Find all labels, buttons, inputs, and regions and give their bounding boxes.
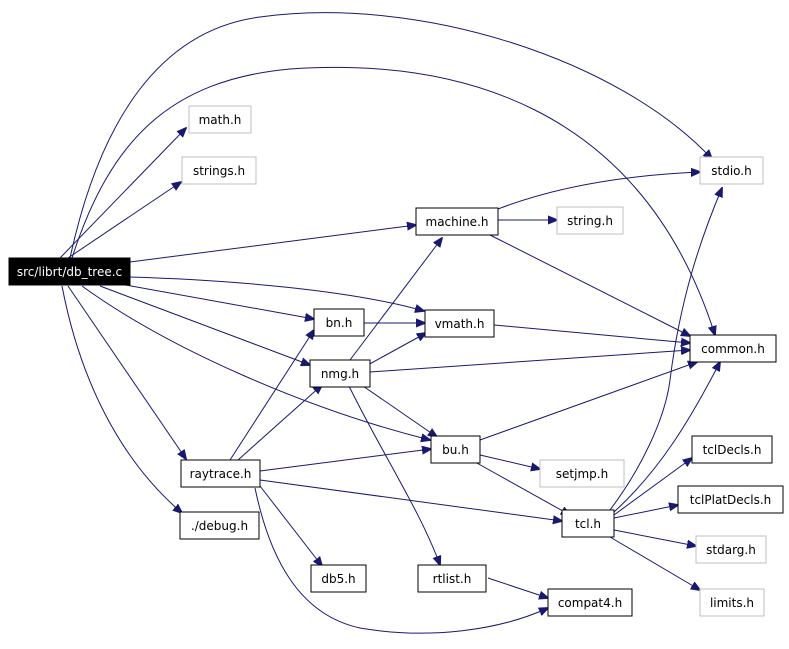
node-root[interactable]: src/librt/db_tree.c — [8, 257, 131, 286]
edge-tcl-to-limits — [609, 536, 700, 590]
node-tclDecls-h-label: tclDecls.h — [703, 443, 762, 457]
edge-root-to-stdio — [69, 12, 712, 259]
node-limits-h: limits.h — [699, 588, 765, 617]
edge-bu-to-setjmp — [479, 454, 540, 469]
edge-raytrace-to-nmg — [237, 385, 322, 461]
node-limits-h-label: limits.h — [710, 596, 754, 610]
node-rtlist-h-label: rtlist.h — [433, 572, 472, 586]
node-common-h[interactable]: common.h — [689, 334, 777, 363]
node-string-h: string.h — [556, 206, 624, 235]
node-debug-h[interactable]: ./debug.h — [179, 511, 260, 540]
edge-tcl-to-tclPlatDecls — [613, 505, 678, 519]
edge-root-to-machine — [129, 225, 416, 263]
edge-machine-to-stdio — [497, 172, 700, 210]
node-bn-h-label: bn.h — [326, 316, 353, 330]
edge-root-to-nmg — [99, 285, 310, 365]
edge-tcl-to-tclDecls — [613, 458, 692, 516]
edge-bu-to-common — [479, 362, 697, 441]
node-compat4-h-label: compat4.h — [558, 596, 622, 610]
edge-raytrace-to-bu — [259, 449, 431, 472]
edge-nmg-to-rtlist — [347, 383, 440, 565]
node-machine-h-label: machine.h — [426, 215, 489, 229]
edge-nmg-to-machine — [349, 238, 442, 361]
node-db5-h-label: db5.h — [321, 572, 355, 586]
edges — [59, 12, 722, 634]
node-raytrace-h-label: raytrace.h — [190, 467, 252, 481]
node-stdio-h-label: stdio.h — [711, 164, 751, 178]
node-nmg-h[interactable]: nmg.h — [309, 359, 371, 388]
node-stdarg-h-label: stdarg.h — [706, 543, 756, 557]
node-tclDecls-h[interactable]: tclDecls.h — [691, 435, 773, 464]
node-string-h-label: string.h — [567, 214, 613, 228]
node-tcl-h-label: tcl.h — [575, 517, 601, 531]
edge-root-to-raytrace — [67, 285, 186, 459]
edge-vmath-to-common — [493, 324, 690, 343]
node-rtlist-h[interactable]: rtlist.h — [417, 564, 487, 593]
edge-tcl-to-stdarg — [613, 529, 696, 546]
edge-raytrace-to-tcl — [259, 479, 562, 521]
node-bn-h[interactable]: bn.h — [313, 308, 365, 337]
edge-rtlist-to-compat4 — [487, 577, 548, 598]
node-tclPlatDecls-h[interactable]: tclPlatDecls.h — [677, 485, 784, 514]
node-root-label: src/librt/db_tree.c — [17, 265, 122, 279]
edge-root-to-math — [59, 128, 186, 259]
node-bu-h-label: bu.h — [442, 443, 469, 457]
node-setjmp-h-label: setjmp.h — [556, 467, 608, 481]
edge-machine-to-common — [489, 234, 690, 336]
node-debug-h-label: ./debug.h — [191, 519, 248, 533]
node-db5-h[interactable]: db5.h — [310, 564, 367, 593]
node-strings-h-label: strings.h — [193, 164, 245, 178]
node-setjmp-h: setjmp.h — [539, 459, 625, 488]
edge-raytrace-to-compat4 — [254, 487, 548, 634]
edge-raytrace-to-db5 — [259, 485, 322, 566]
edge-root-to-bn — [119, 283, 314, 319]
node-stdarg-h: stdarg.h — [695, 535, 767, 564]
edge-nmg-to-common — [369, 350, 690, 373]
edge-tcl-to-stdio — [609, 188, 722, 511]
node-machine-h[interactable]: machine.h — [415, 207, 499, 236]
edge-raytrace-to-bn — [229, 330, 314, 461]
node-common-h-label: common.h — [701, 342, 765, 356]
edge-nmg-to-bu — [359, 383, 437, 437]
node-stdio-h: stdio.h — [699, 156, 764, 185]
node-tclPlatDecls-h-label: tclPlatDecls.h — [690, 493, 772, 507]
node-compat4-h[interactable]: compat4.h — [547, 588, 633, 617]
nodes: src/librt/db_tree.c math.h strings.h mac… — [8, 105, 784, 617]
node-raytrace-h[interactable]: raytrace.h — [180, 459, 261, 488]
node-bu-h[interactable]: bu.h — [430, 435, 481, 464]
node-nmg-h-label: nmg.h — [321, 367, 359, 381]
node-math-h: math.h — [188, 105, 252, 134]
edge-root-to-debug — [61, 285, 182, 513]
node-math-h-label: math.h — [199, 113, 242, 127]
edge-root-to-strings — [67, 182, 181, 259]
node-vmath-h-label: vmath.h — [435, 317, 485, 331]
edge-nmg-to-vmath — [365, 333, 426, 367]
edge-root-to-bu — [81, 285, 430, 440]
edge-tcl-to-common — [613, 362, 720, 513]
node-tcl-h[interactable]: tcl.h — [561, 509, 615, 538]
edge-root-to-common — [71, 66, 715, 335]
node-vmath-h[interactable]: vmath.h — [424, 309, 495, 338]
edge-bu-to-tcl — [474, 461, 570, 515]
node-strings-h: strings.h — [181, 156, 257, 185]
